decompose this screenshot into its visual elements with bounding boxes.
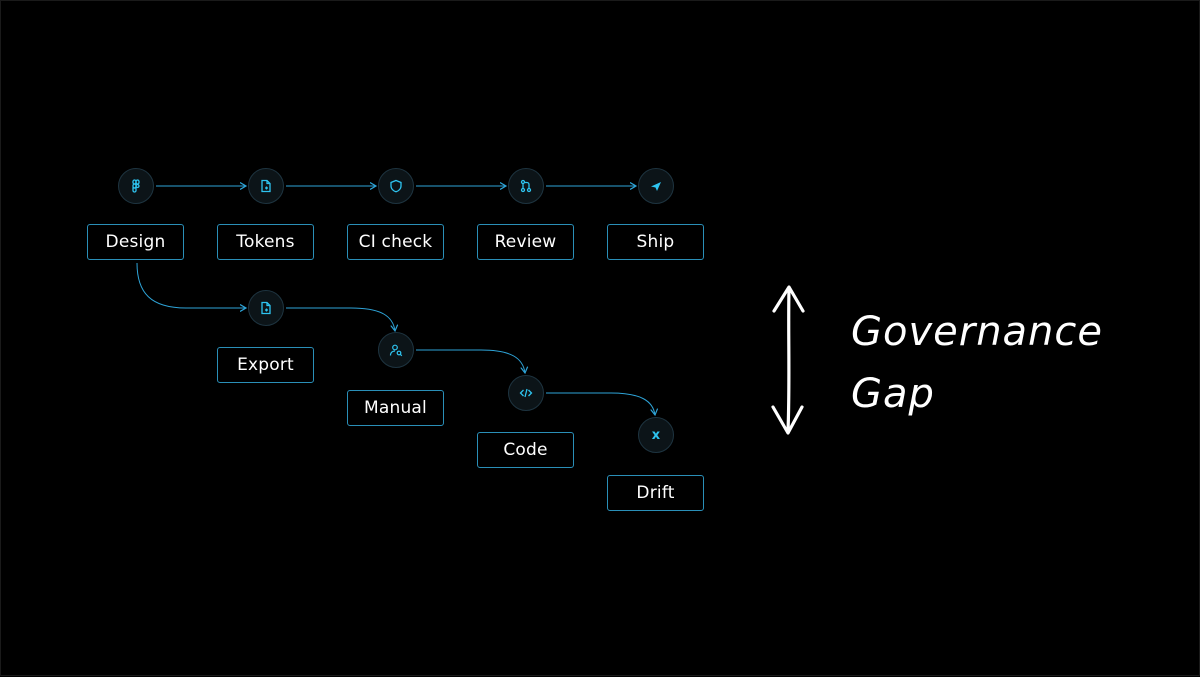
step-label-drift: Drift [607,475,704,511]
annotation-line-1: Governance [851,309,1104,355]
step-label-ci-check: CI check [347,224,444,260]
node-tokens [248,168,284,204]
send-icon [649,179,663,193]
node-design [118,168,154,204]
code-icon [519,386,533,400]
double-arrow-icon [771,285,805,435]
node-review [508,168,544,204]
node-drift: x [638,417,674,453]
connector-manual-code [416,349,525,373]
step-label-design: Design [87,224,184,260]
step-label-ship: Ship [607,224,704,260]
annotation-line-2: Gap [851,371,935,417]
connector-design-export [136,262,246,308]
connector-export-manual [286,307,395,331]
step-label-manual: Manual [347,390,444,426]
connector-code-drift [546,392,655,415]
step-label-export: Export [217,347,314,383]
shield-icon [389,179,403,193]
node-ci-check [378,168,414,204]
file-icon [259,301,273,315]
node-ship [638,168,674,204]
step-label-tokens: Tokens [217,224,314,260]
file-icon [259,179,273,193]
node-code [508,375,544,411]
figma-icon [129,179,143,193]
git-pull-request-icon [519,179,533,193]
x-icon: x [651,427,661,443]
step-label-code: Code [477,432,574,468]
node-export [248,290,284,326]
user-search-icon [389,343,403,357]
step-label-review: Review [477,224,574,260]
node-manual [378,332,414,368]
